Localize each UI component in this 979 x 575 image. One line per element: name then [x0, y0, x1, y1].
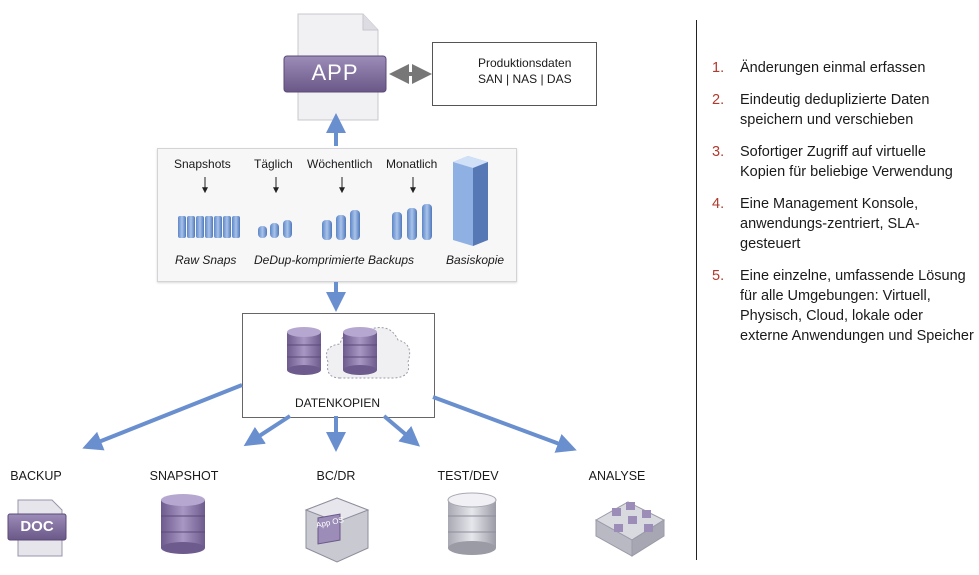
distribution-arrows — [82, 383, 577, 453]
feature-item-2: 2.Eindeutig deduplizierte Daten speicher… — [712, 92, 930, 128]
base-copy-icon — [453, 156, 488, 246]
bcdr-box-icon — [304, 497, 370, 563]
dedup-backups-label: DeDup-komprimierte Backups — [254, 253, 415, 267]
weekly-backups-icon — [322, 210, 360, 240]
snapshot-database-icon — [161, 494, 205, 554]
raw-snaps-label: Raw Snaps — [175, 253, 237, 267]
monthly-backups-icon — [392, 204, 432, 240]
vertical-divider — [696, 20, 697, 560]
schedule-col-weekly: Wöchentlich — [307, 157, 373, 171]
data-copies-label: DATENKOPIEN — [294, 396, 381, 410]
target-analyse-label: ANALYSE — [588, 469, 646, 483]
feature-list: 1.Änderungen einmal erfassen 2.Eindeutig… — [712, 58, 974, 358]
schedule-col-monthly: Monatlich — [386, 157, 438, 171]
feature-item-4: 4.Eine Management Konsole, anwendungs-ze… — [712, 196, 920, 252]
production-subtitle: SAN | NAS | DAS — [478, 72, 572, 86]
feature-item-5: 5.Eine einzelne, umfassende Lösung für a… — [712, 268, 974, 344]
target-snapshot-label: SNAPSHOT — [149, 469, 219, 483]
production-data-box — [432, 42, 597, 106]
daily-backups-icon — [258, 220, 292, 238]
raw-snaps-icon — [178, 216, 240, 238]
app-label: APP — [311, 60, 359, 85]
app-document-icon — [283, 13, 387, 121]
doc-icon-text: DOC — [20, 518, 54, 535]
production-title: Produktionsdaten — [478, 56, 572, 70]
target-bcdr-label: BC/DR — [316, 469, 356, 483]
feature-item-3: 3.Sofortiger Zugriff auf virtuelle Kopie… — [712, 144, 953, 180]
base-copy-label: Basiskopie — [446, 253, 505, 267]
schedule-col-daily: Täglich — [254, 157, 293, 171]
schedule-down-arrows — [202, 177, 416, 194]
copy-database-icon-2 — [343, 327, 377, 375]
target-backup-label: BACKUP — [10, 469, 62, 483]
analyse-cubes-icon — [594, 501, 666, 557]
copy-database-icon-1 — [287, 327, 321, 375]
target-testdev-label: TEST/DEV — [437, 469, 499, 483]
feature-item-1: 1.Änderungen einmal erfassen — [712, 60, 926, 76]
schedule-col-snapshots: Snapshots — [174, 157, 231, 171]
doc-icon — [7, 499, 67, 557]
testdev-database-icon — [447, 492, 497, 555]
